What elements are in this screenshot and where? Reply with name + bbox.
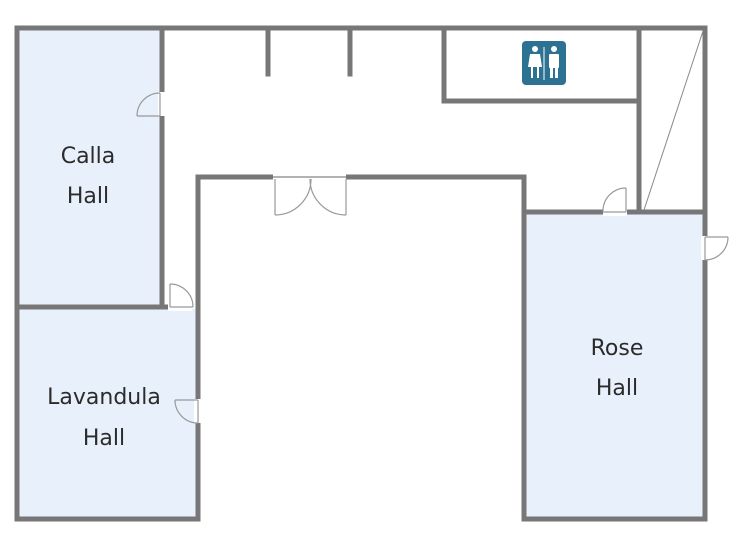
calla-hall-door[interactable] xyxy=(136,92,161,117)
calla-hall-label-line2: Hall xyxy=(67,184,109,209)
rose-hall-room[interactable] xyxy=(524,212,704,518)
lavandula-hall-label-line1: Lavandula xyxy=(47,385,161,410)
lavandula-hall-room[interactable] xyxy=(17,309,198,519)
lavandula-north-door[interactable] xyxy=(169,283,194,308)
walls xyxy=(14,25,708,522)
lavandula-hall-label-line2: Hall xyxy=(83,426,125,451)
rose-hall-label-line2: Hall xyxy=(596,376,638,401)
outer-wall xyxy=(14,25,708,522)
calla-hall-label-line1: Calla xyxy=(61,144,116,169)
stair-diagonal xyxy=(643,30,704,211)
rose-hall-label-line1: Rose xyxy=(591,336,644,361)
calla-hall-room[interactable] xyxy=(17,28,162,307)
rose-hall-east-door[interactable] xyxy=(704,236,729,261)
lavandula-east-door[interactable] xyxy=(174,399,199,424)
main-double-door[interactable] xyxy=(273,176,347,216)
rose-hall-north-door[interactable] xyxy=(602,187,627,213)
restroom-icon[interactable] xyxy=(522,41,566,85)
